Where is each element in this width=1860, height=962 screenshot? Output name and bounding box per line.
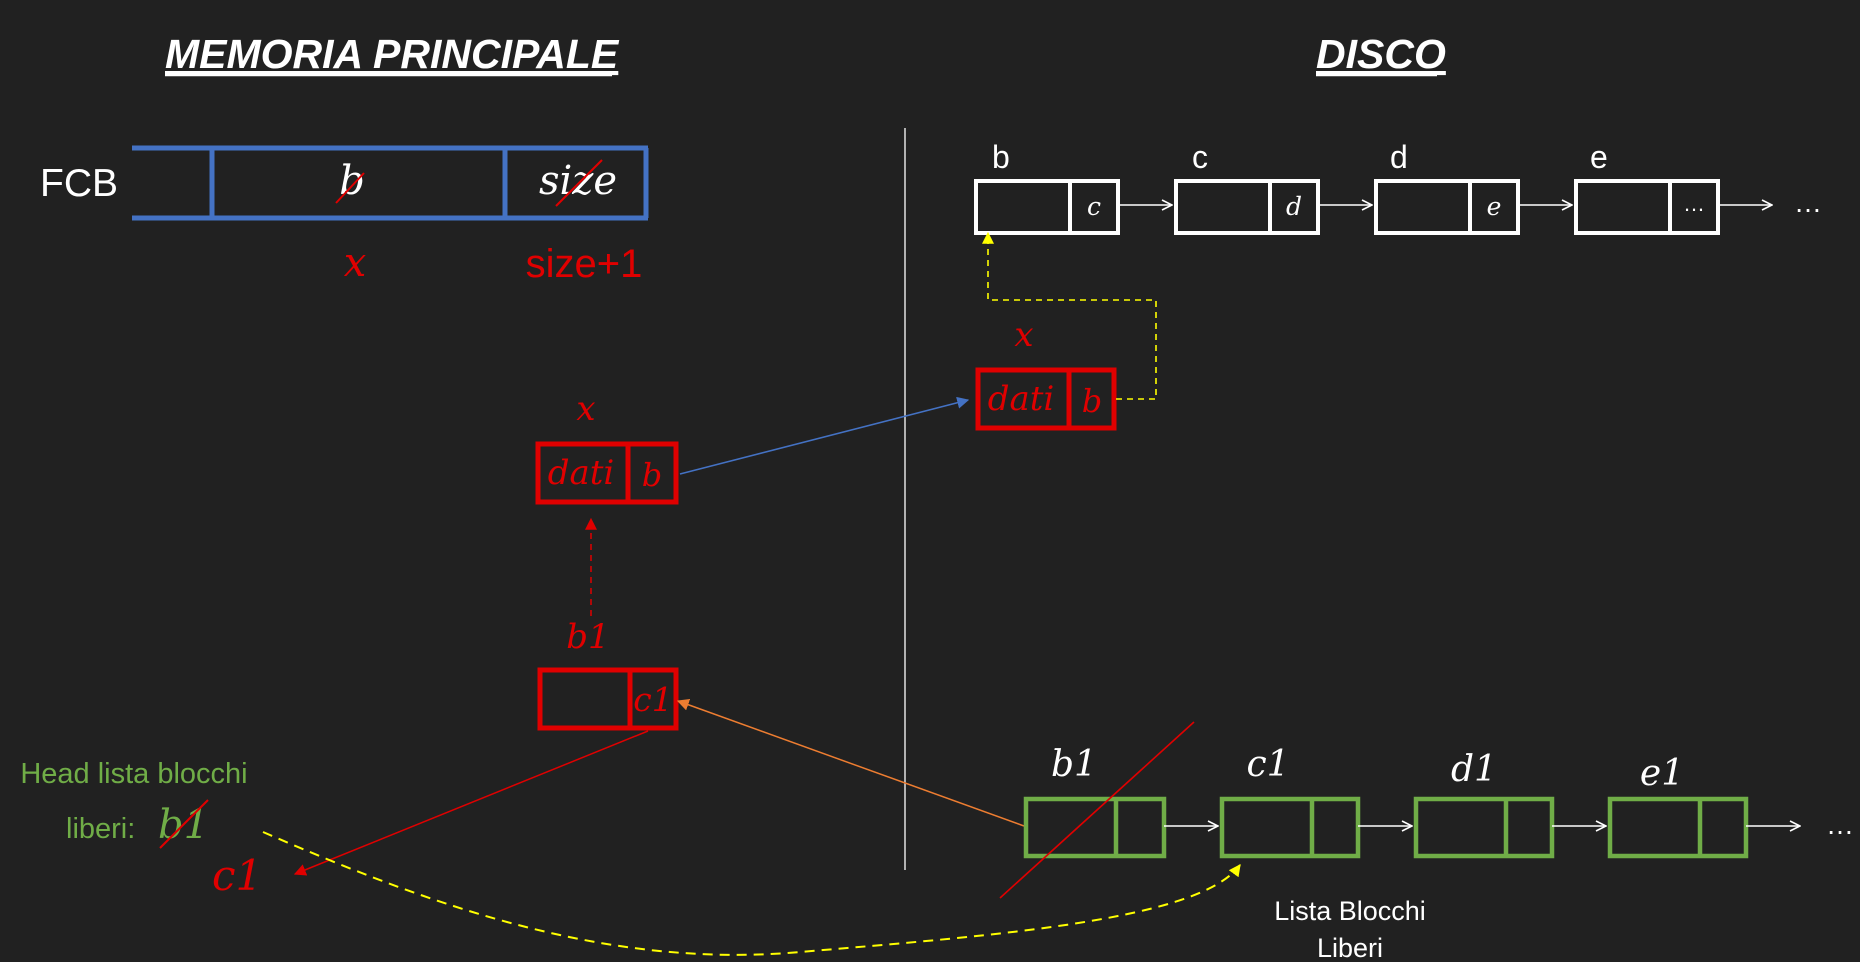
mem-block-b1-label: b1 [566,617,609,657]
free-node-b1 [1023,796,1167,859]
disk-node-e [1574,179,1720,235]
free-node-d1 [1413,796,1555,859]
arrow-b1-block-to-head [293,730,649,876]
disk-block-x [975,367,1117,431]
head-label-line1: Head lista blocchi [20,758,247,790]
fcb-size-strike [555,159,603,207]
disk-node-c-label: c [1192,139,1208,175]
fcb-cell-size: size [539,158,617,204]
disk-title: DISCO [1316,31,1446,77]
disk-node-e-label: e [1590,139,1608,175]
disk-node-d [1374,179,1520,235]
fcb-cell-b: b [339,158,365,204]
memory-title: MEMORIA PRINCIPALE [165,31,620,77]
free-node-b1-label: b1 [1051,744,1097,785]
arrow-mem-x-to-disk-x [679,396,970,475]
free-list: b1 c1 d1 e1 … [1023,744,1854,859]
free-list-caption-line1: Lista Blocchi [1274,896,1426,926]
mem-block-b1 [537,667,679,731]
disk-node-e-ptr: … [1683,191,1705,216]
fcb-b-strike [335,172,365,204]
arrow-disk-x-to-b [982,231,1157,400]
free-node-e1-label: e1 [1640,753,1684,794]
free-node-c1-label: c1 [1246,744,1289,785]
disk-node-b [974,179,1120,235]
fcb-new-b: x [344,240,367,286]
disk-node-d-label: d [1390,139,1408,175]
mem-block-x-data: dati [548,453,615,493]
fcb-label: FCB [40,162,118,205]
disk-block-x-ptr: b [1082,382,1102,420]
mem-block-x-label: x [576,389,595,429]
free-list-caption-line2: Liberi [1317,933,1383,962]
arrow-free-b1-to-mem [676,699,1025,827]
free-node-e1 [1607,796,1749,859]
head-old-strike [159,799,209,849]
disk-node-c-ptr: d [1286,192,1302,221]
disk-block-x-data: dati [988,379,1055,419]
mem-block-b1-ptr: c1 [633,680,672,719]
free-node-d1-label: d1 [1451,749,1497,790]
free-node-c1 [1219,796,1361,859]
disk-node-c [1174,179,1320,235]
disk-list: b c c d d e e … … [974,139,1822,235]
mem-block-x-ptr: b [642,456,662,494]
fcb-structure [132,145,649,221]
disk-node-d-ptr: e [1487,192,1502,221]
mem-block-x [535,441,679,505]
disk-node-b-ptr: c [1087,192,1101,221]
head-label-line2: liberi: [66,813,135,845]
free-list-tail: … [1826,809,1854,840]
disk-block-x-label: x [1014,315,1033,355]
free-b1-strike [999,721,1195,899]
head-new-value: c1 [212,851,262,900]
disk-node-b-label: b [992,139,1010,175]
disk-list-tail: … [1794,187,1822,218]
arrow-head-to-c1 [262,831,1241,956]
fcb-new-size: size+1 [526,242,643,286]
